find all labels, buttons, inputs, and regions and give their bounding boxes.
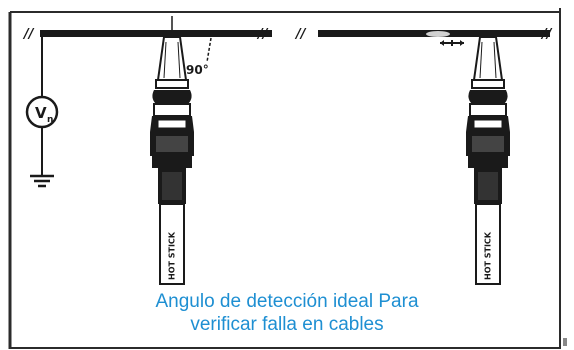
caption-line-1: Angulo de detección ideal Para [155, 291, 419, 312]
voltage-subscript: n [47, 115, 53, 125]
figure-border [8, 8, 561, 349]
ground-symbol [30, 174, 54, 188]
svg-text://: // [22, 27, 35, 42]
caption-line-2: verificar falla en cables [190, 314, 384, 335]
svg-text://: // [294, 27, 307, 42]
svg-text://: // [540, 27, 553, 42]
left-probe-label: HOT STICK [168, 231, 177, 280]
angle-label: 90° [186, 63, 209, 77]
svg-text://: // [256, 27, 269, 42]
clamp-indicator [440, 40, 464, 46]
left-cable: // // [22, 27, 272, 42]
edge-mark [563, 338, 567, 346]
angle-marker: 90° [171, 16, 212, 77]
voltage-source: V n [25, 37, 59, 175]
voltage-symbol: V [35, 104, 47, 122]
right-probe-label: HOT STICK [484, 231, 493, 280]
right-hot-stick: HOT STICK [466, 36, 510, 285]
left-hot-stick: HOT STICK [150, 36, 194, 285]
right-cable: // // [294, 27, 553, 42]
